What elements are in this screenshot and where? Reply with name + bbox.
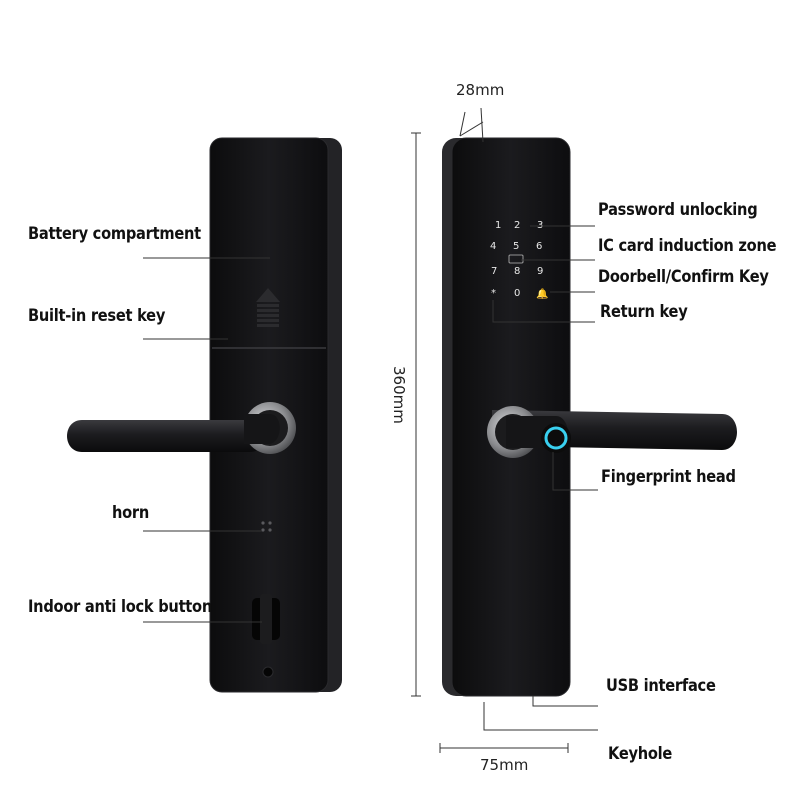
key-0: 0: [514, 288, 520, 299]
key-7: 7: [491, 266, 497, 277]
ic-card-icon: [508, 254, 524, 264]
doorbell-icon: 🔔: [536, 288, 548, 300]
battery-compartment-label: Battery compartment: [28, 224, 201, 244]
key-4: 4: [490, 241, 496, 252]
callout-keyhole-line: [483, 702, 598, 731]
key-5: 5: [513, 241, 519, 252]
callout-fingerprint-line: [552, 452, 598, 491]
anti-lock-knob-grip: [260, 594, 272, 644]
fingerprint-ring-icon: [544, 426, 568, 450]
fingerprint-head-label: Fingerprint head: [601, 467, 736, 487]
indoor-unit: [67, 137, 342, 693]
key-6: 6: [536, 241, 542, 252]
key-star: *: [491, 288, 496, 299]
key-8: 8: [514, 266, 520, 277]
doorbell-confirm-label: Doorbell/Confirm Key: [598, 267, 769, 287]
ic-card-zone-label: IC card induction zone: [598, 236, 777, 256]
callout-lines: [143, 107, 598, 753]
return-key-label: Return key: [600, 302, 688, 322]
key-1: 1: [495, 220, 501, 231]
keyhole-label: Keyhole: [608, 744, 673, 764]
battery-arrow-icon: [256, 288, 280, 327]
depth-dimension: 28mm: [456, 81, 505, 99]
dim-depth-line-left: [459, 111, 466, 137]
password-unlocking-label: Password unlocking: [598, 200, 758, 220]
callout-return-line: [492, 300, 595, 323]
indoor-handle: [67, 420, 268, 452]
anti-lock-button-label: Indoor anti lock button: [28, 597, 212, 617]
key-2: 2: [514, 220, 520, 231]
reset-key-label: Built-in reset key: [28, 306, 166, 326]
key-9: 9: [537, 266, 543, 277]
indoor-handle-neck: [244, 414, 280, 444]
callout-usb-line: [532, 696, 598, 707]
height-dimension: 360mm: [390, 366, 408, 424]
dim-depth-line-bar: [459, 121, 484, 137]
outdoor-unit: 1 2 3 4 5 6 7 8 9 * 0 🔔: [442, 137, 737, 697]
width-dimension: 75mm: [480, 756, 529, 774]
dim-depth-line-right: [480, 107, 484, 143]
usb-interface-label: USB interface: [606, 676, 716, 696]
indoor-screw-hole: [262, 666, 274, 678]
horn-icon: [261, 521, 272, 532]
horn-label: horn: [112, 503, 150, 523]
